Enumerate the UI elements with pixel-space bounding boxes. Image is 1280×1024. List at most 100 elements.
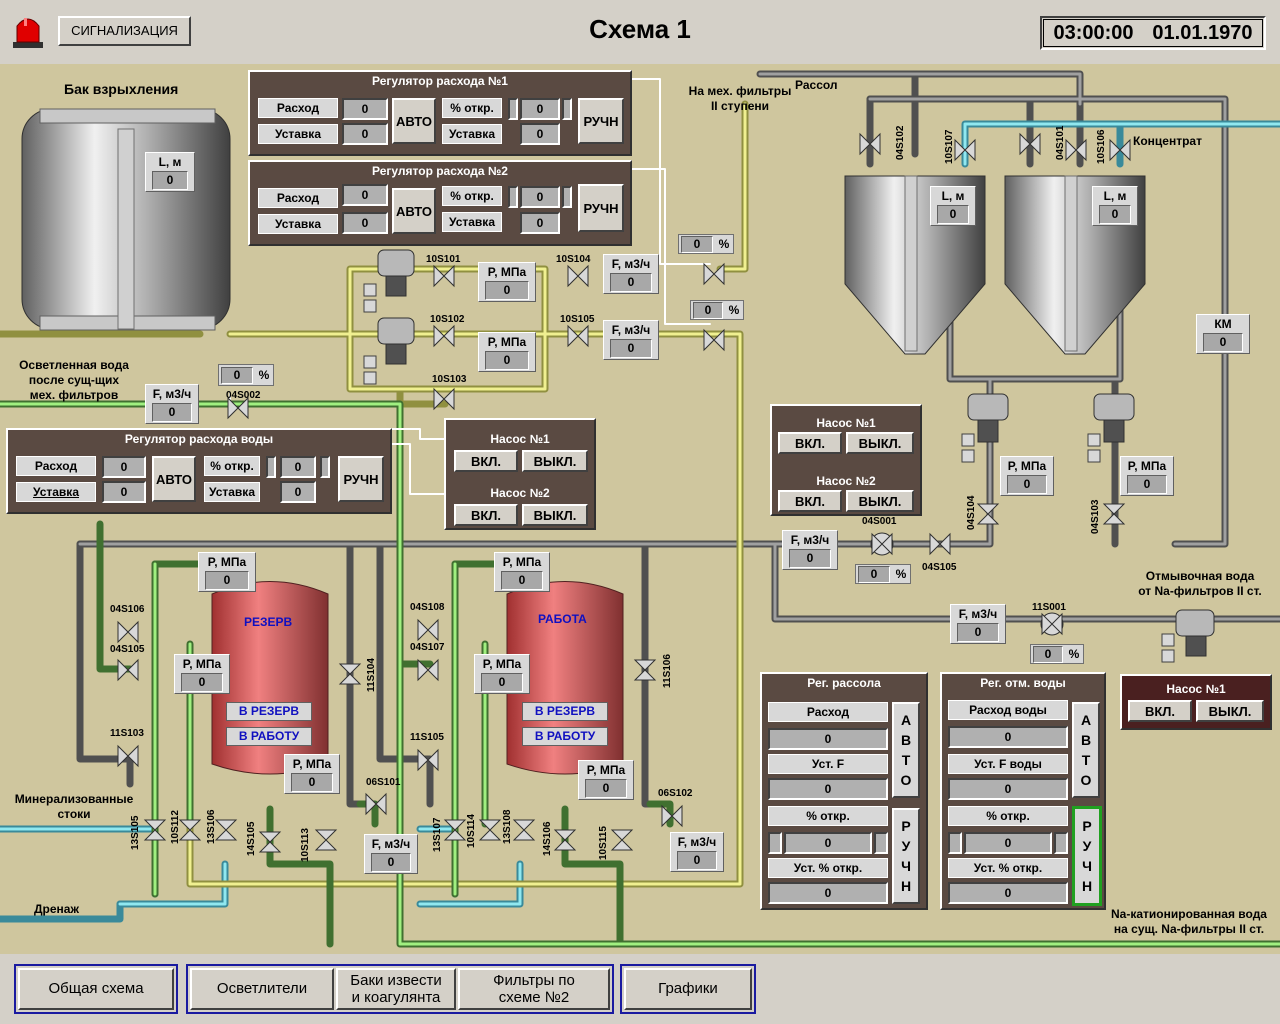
clock-time: 03:00:00 bbox=[1053, 21, 1134, 44]
pump1-off-button[interactable]: ВЫКЛ. bbox=[522, 450, 588, 472]
setf-label: Уст. F bbox=[768, 754, 888, 774]
pump2-on-button[interactable]: ВКЛ. bbox=[454, 504, 518, 526]
flow-label: Расход bbox=[768, 702, 888, 722]
set-open-value[interactable]: 0 bbox=[768, 882, 888, 904]
open-label: % откр. bbox=[442, 186, 502, 206]
auto-button[interactable]: АВТО bbox=[152, 456, 196, 502]
flow-regulator-1: Регулятор расхода №1 Расход Уставка 0 0 … bbox=[248, 70, 632, 156]
set-open-label: Уст. % откр. bbox=[948, 858, 1068, 878]
setpoint-value[interactable]: 0 bbox=[342, 123, 388, 145]
valve-label: 10S112 bbox=[170, 810, 181, 844]
pump1-label: Насос №1 bbox=[816, 416, 876, 430]
nav-clarifiers-button[interactable]: Осветлители bbox=[190, 968, 334, 1010]
set-open-label: Уст. % откр. bbox=[768, 858, 888, 878]
valve-label: 10S115 bbox=[598, 826, 609, 860]
percent-display-1: 0% bbox=[678, 234, 734, 254]
setpoint-label: Уставка bbox=[258, 214, 338, 234]
flow-label: Расход воды bbox=[948, 700, 1068, 720]
pumps-panel-a: Насос №1 ВКЛ. ВЫКЛ. Насос №2 ВКЛ. ВЫКЛ. bbox=[444, 418, 596, 530]
setpoint-label[interactable]: Уставка bbox=[16, 482, 96, 502]
setpoint-value[interactable]: 0 bbox=[342, 212, 388, 234]
valve-label: 10S104 bbox=[556, 254, 591, 265]
pump-panel-c: Насос №1 ВКЛ. ВЫКЛ. bbox=[1120, 674, 1272, 730]
water-flow-regulator: Регулятор расхода воды Расход Уставка 0 … bbox=[6, 428, 392, 514]
bar-right bbox=[1054, 832, 1068, 854]
bar-right bbox=[874, 832, 888, 854]
set-open-value[interactable]: 0 bbox=[948, 882, 1068, 904]
auto-button[interactable]: АВТО bbox=[392, 188, 436, 234]
setpoint2-value[interactable]: 0 bbox=[520, 123, 560, 145]
alarm-button[interactable]: СИГНАЛИЗАЦИЯ bbox=[58, 16, 191, 46]
pump1-on-button[interactable]: ВКЛ. bbox=[454, 450, 518, 472]
pump2-label: Насос №2 bbox=[816, 474, 876, 488]
pump1-off-button[interactable]: ВЫКЛ. bbox=[1196, 700, 1264, 722]
nav-graphs-button[interactable]: Графики bbox=[624, 968, 752, 1010]
filter2-to-reserve-button[interactable]: В РЕЗЕРВ bbox=[522, 702, 608, 721]
panel-title: Рег. рассола bbox=[807, 676, 881, 690]
open-label: % откр. bbox=[948, 806, 1068, 826]
manual-button[interactable]: РУЧН bbox=[578, 184, 624, 232]
filter2-to-work-button[interactable]: В РАБОТУ bbox=[522, 727, 608, 746]
pump1-on-button[interactable]: ВКЛ. bbox=[778, 432, 842, 454]
nav-group-2 bbox=[186, 964, 614, 1014]
valve-label: 11S105 bbox=[410, 732, 444, 743]
pump1-off-button[interactable]: ВЫКЛ. bbox=[846, 432, 914, 454]
percent-display-brine: 0% bbox=[855, 564, 911, 584]
setpoint-value[interactable]: 0 bbox=[102, 481, 146, 503]
setpoint2-value[interactable]: 0 bbox=[280, 481, 316, 503]
valve-label: 14S106 bbox=[542, 821, 553, 856]
pump2-on-button[interactable]: ВКЛ. bbox=[778, 490, 842, 512]
alarm-lamp-icon[interactable] bbox=[10, 14, 46, 50]
filter1-to-work-button[interactable]: В РАБОТУ bbox=[226, 727, 312, 746]
manual-button[interactable]: РУЧН bbox=[338, 456, 384, 502]
setpoint2-value[interactable]: 0 bbox=[520, 212, 560, 234]
flow-value: 0 bbox=[342, 98, 388, 120]
percent-display-water: 0% bbox=[218, 364, 274, 386]
panel-title: Регулятор расхода №1 bbox=[372, 74, 508, 88]
brine-label: Рассол bbox=[795, 78, 838, 92]
flow-value: 0 bbox=[768, 728, 888, 750]
flow-value: 0 bbox=[342, 184, 388, 206]
valve-label: 04S105 bbox=[922, 562, 957, 573]
flow-label: Расход bbox=[258, 98, 338, 118]
valve-label: 10S114 bbox=[466, 814, 477, 848]
valve-label: 10S113 bbox=[300, 828, 311, 862]
open-label: % откр. bbox=[768, 806, 888, 826]
setf-value[interactable]: 0 bbox=[948, 778, 1068, 800]
filter1-to-reserve-button[interactable]: В РЕЗЕРВ bbox=[226, 702, 312, 721]
pump2-off-button[interactable]: ВЫКЛ. bbox=[522, 504, 588, 526]
valve-label: 04S002 bbox=[226, 390, 261, 401]
valve-label: 04S101 bbox=[1055, 125, 1066, 160]
auto-button[interactable]: АВТО bbox=[392, 98, 436, 144]
wash-regulator: Рег. отм. воды Расход воды 0 Уст. F воды… bbox=[940, 672, 1106, 910]
setf-value[interactable]: 0 bbox=[768, 778, 888, 800]
pump2-off-button[interactable]: ВЫКЛ. bbox=[846, 490, 914, 512]
nav-general-scheme-button[interactable]: Общая схема bbox=[18, 968, 174, 1010]
valve-label: 13S106 bbox=[206, 809, 217, 844]
flow-value: 0 bbox=[102, 456, 146, 478]
flow-value: 0 bbox=[948, 726, 1068, 748]
valve-label: 10S105 bbox=[560, 314, 595, 325]
bar-right bbox=[562, 98, 572, 120]
setpoint2-label: Уставка bbox=[442, 124, 502, 144]
pump1-on-button[interactable]: ВКЛ. bbox=[1128, 700, 1192, 722]
manual-button[interactable]: РУЧН bbox=[578, 98, 624, 144]
open-label: % откр. bbox=[204, 456, 260, 476]
valve-label: 04S001 bbox=[862, 516, 897, 527]
page-title: Схема 1 bbox=[589, 14, 691, 44]
pump1-label: Насос №1 bbox=[1166, 682, 1226, 696]
